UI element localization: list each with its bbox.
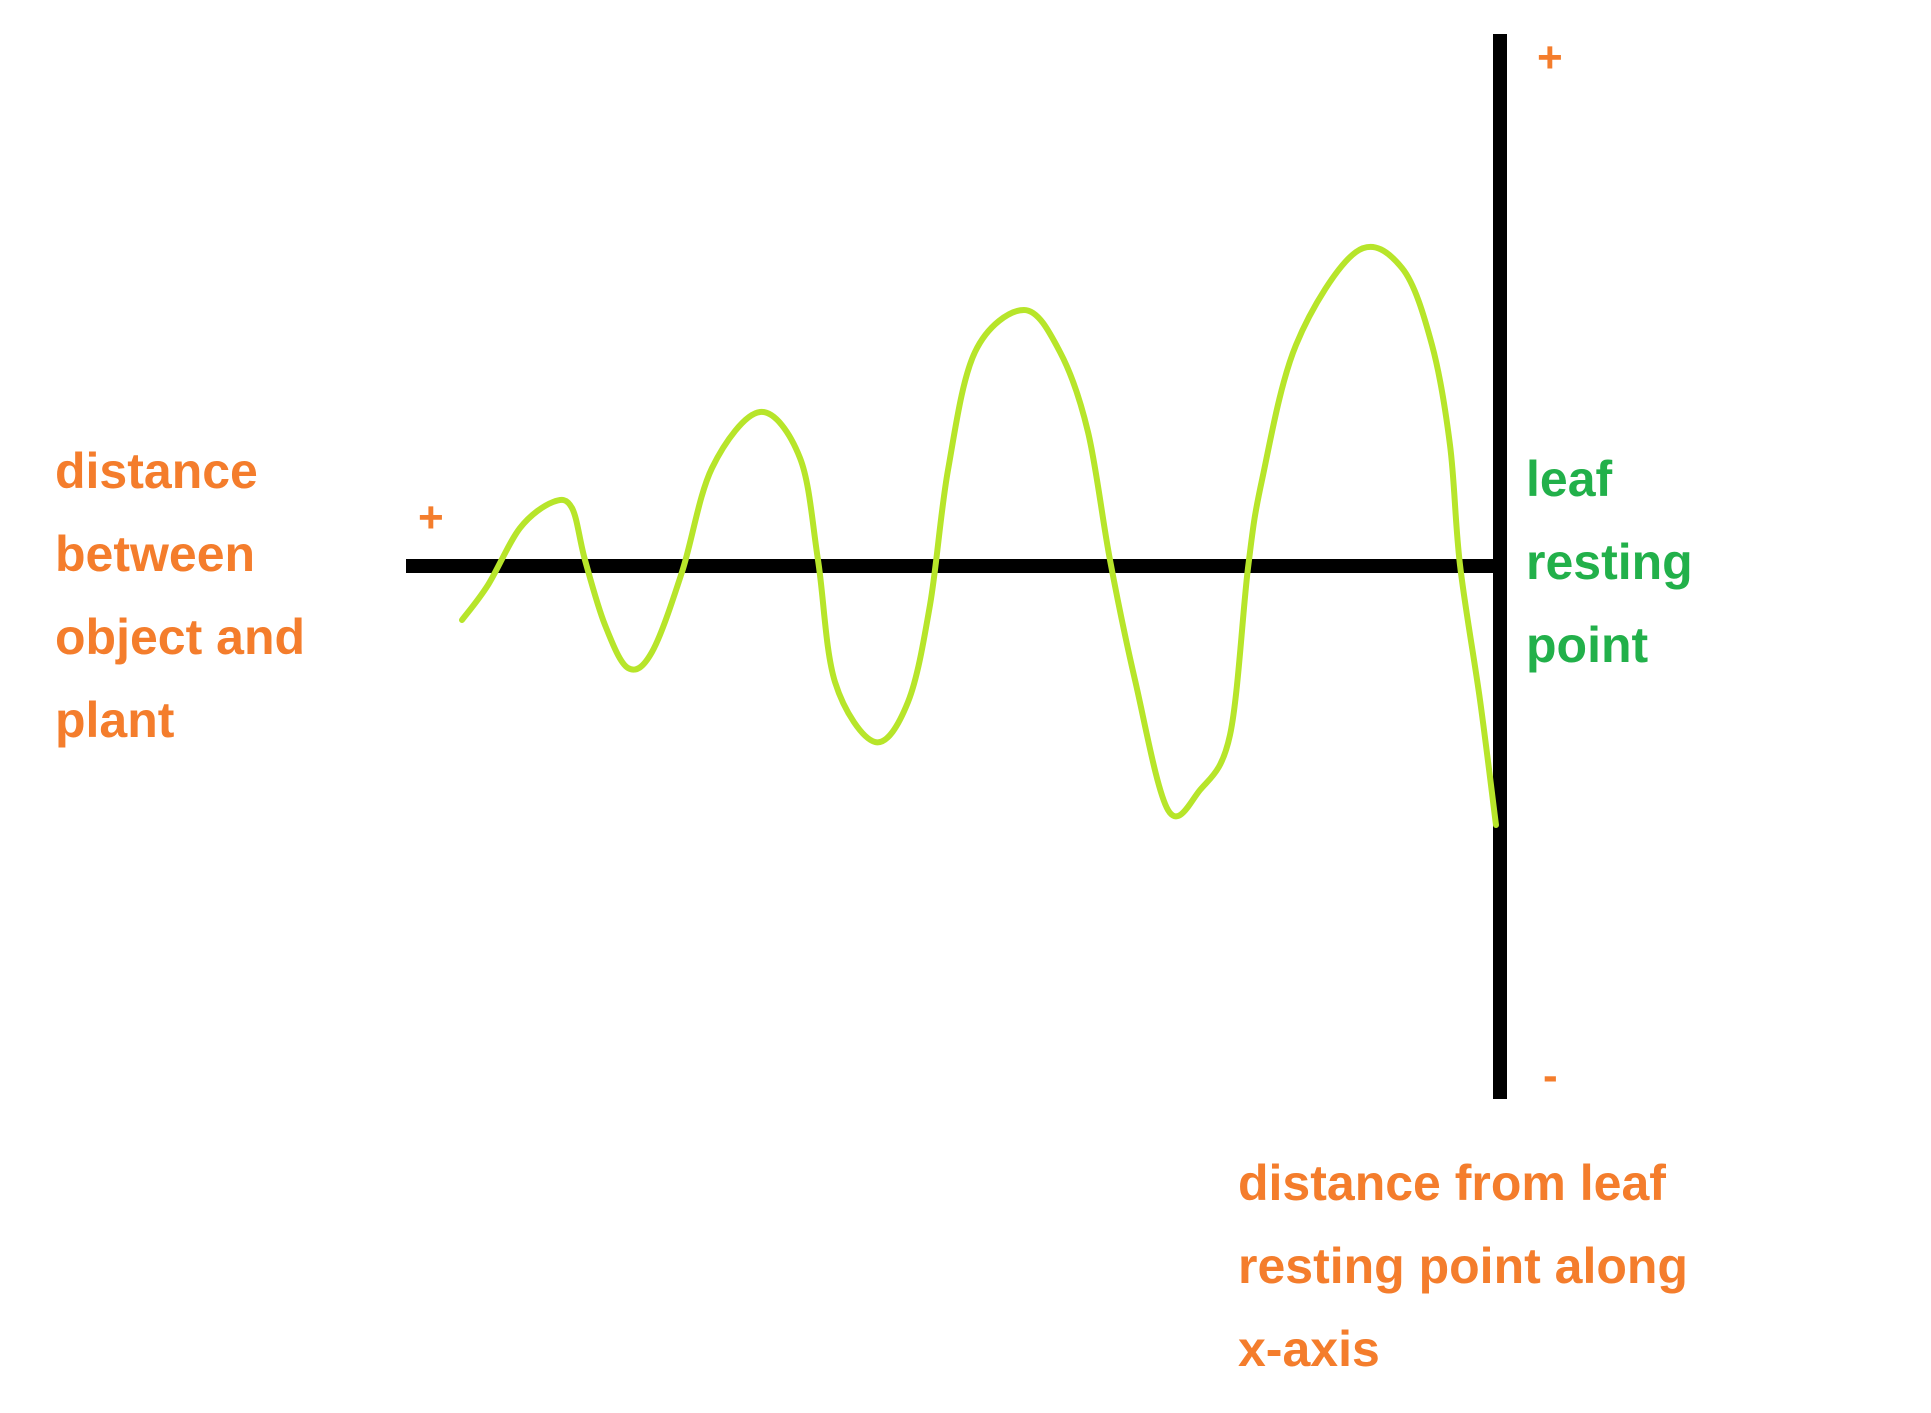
resting-point-label: leaf resting point	[1526, 451, 1693, 673]
oscillation-wave	[459, 243, 1499, 828]
left-axis-label: distance between object and plant	[55, 443, 306, 748]
bottom-axis-label: distance from leaf resting point along x…	[1238, 1155, 1688, 1377]
vertical-axis-plus-sign: +	[1537, 33, 1563, 82]
horizontal-axis-plus-sign: +	[418, 493, 444, 542]
vertical-axis-minus-sign: -	[1543, 1051, 1558, 1100]
